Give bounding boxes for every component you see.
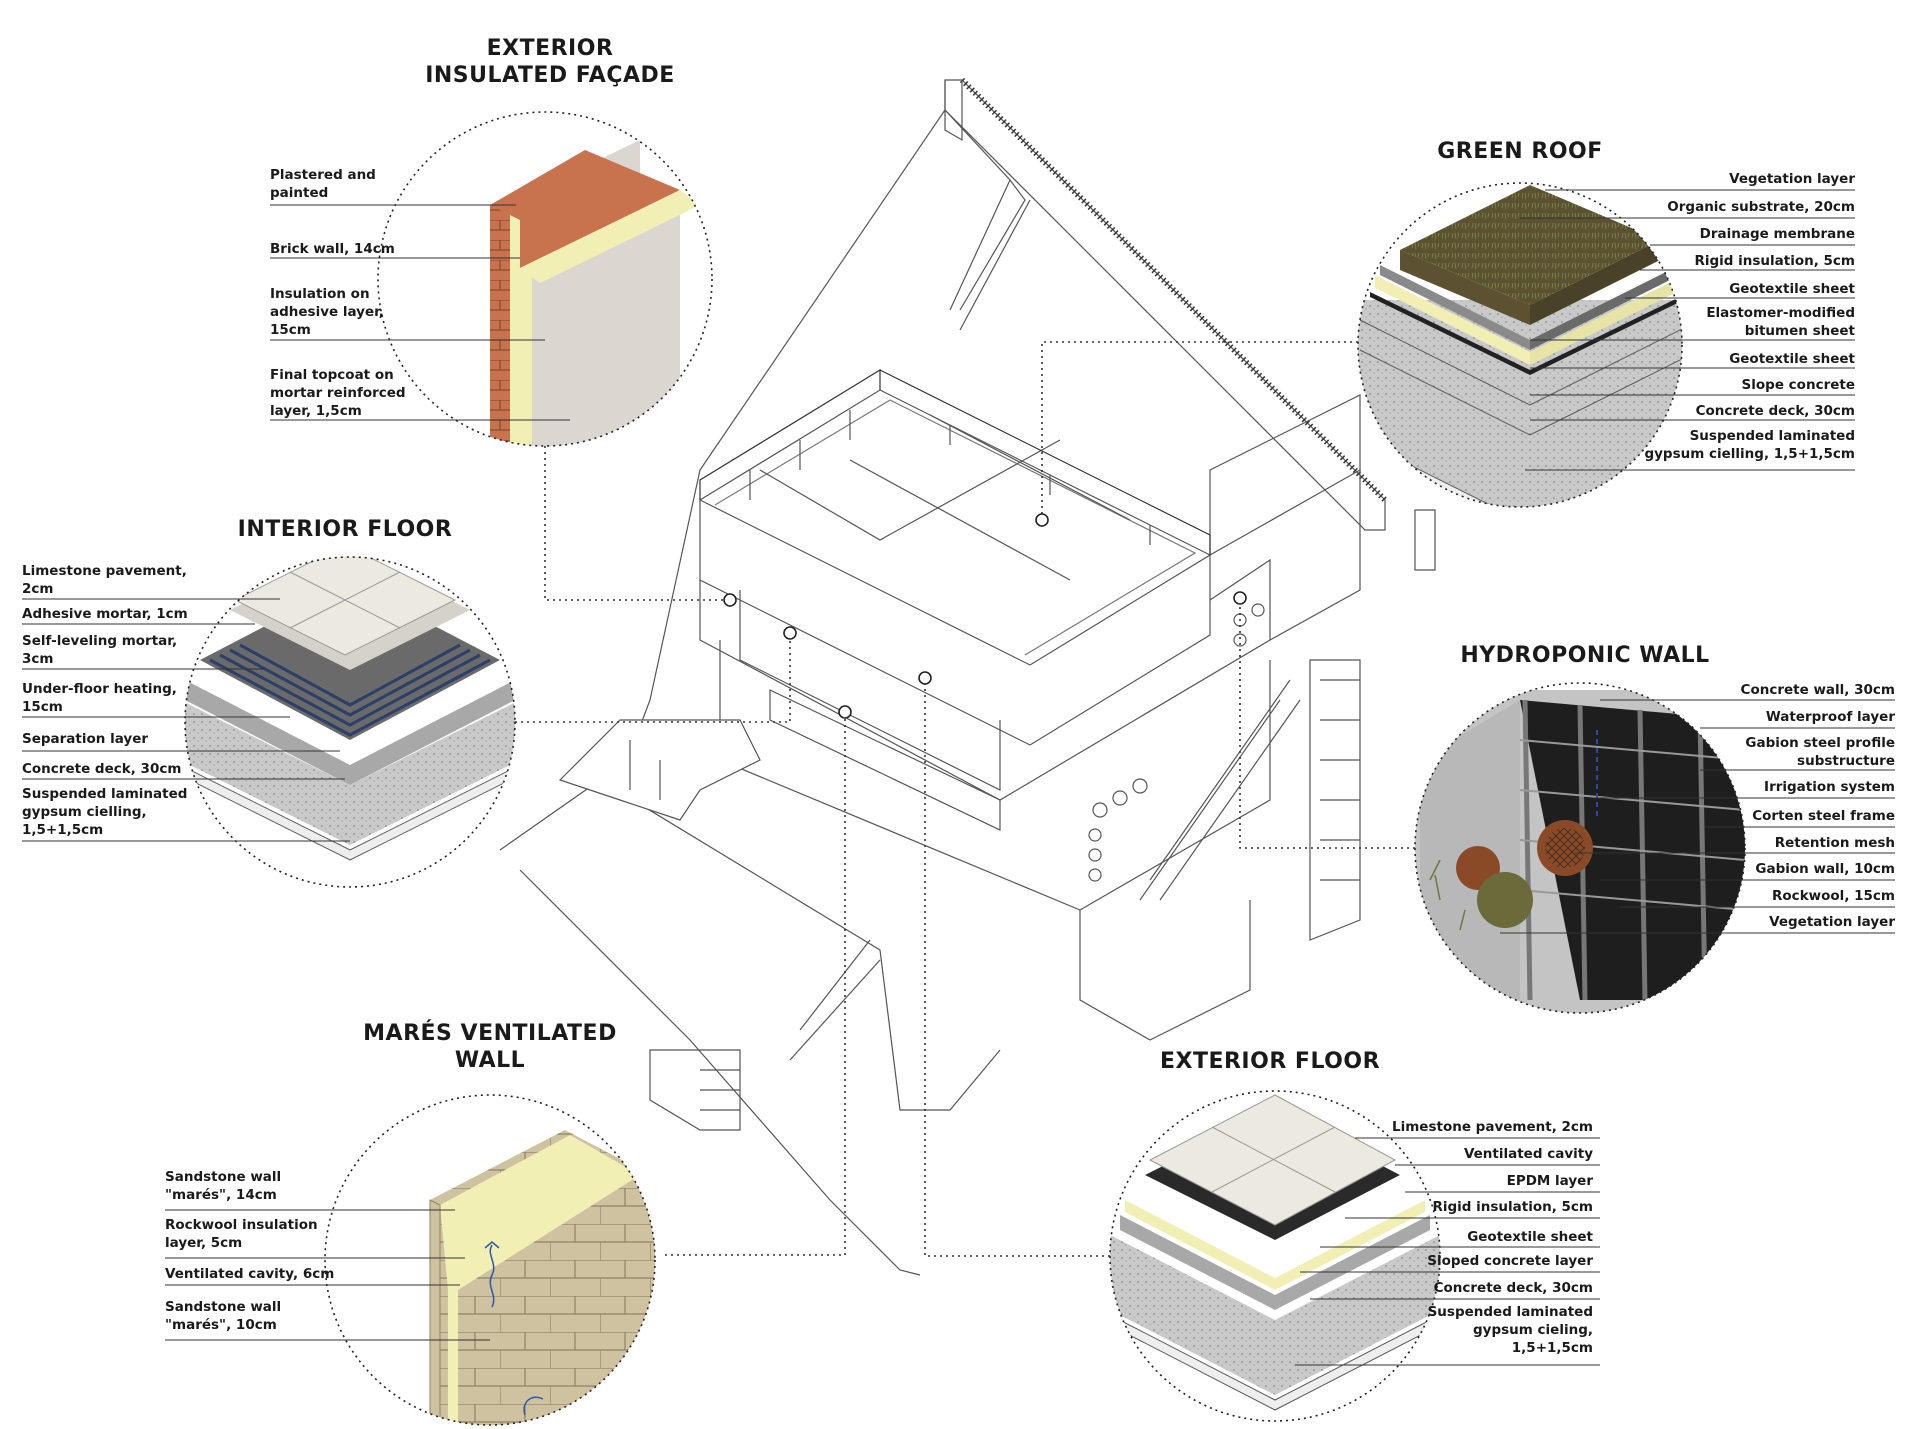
green-roof-label-geotextile-1: Geotextile sheet [1729, 281, 1855, 297]
mares-label-cavity: Ventilated cavity, 6cm [165, 1266, 335, 1282]
green-roof-label-geotextile-2: Geotextile sheet [1729, 351, 1855, 367]
leader-markers [723, 513, 1247, 719]
mares-label-rockwool: Rockwool insulation layer, 5cm [165, 1217, 318, 1251]
green-roof-label-bitumen: Elastomer-modified bitumen sheet [1706, 305, 1855, 339]
mares-label-sandstone-10: Sandstone wall "marés", 10cm [165, 1299, 282, 1333]
hydroponic-wall-title: HYDROPONIC WALL [1460, 643, 1710, 668]
hydroponic-label-retention-mesh: Retention mesh [1774, 835, 1895, 851]
hydroponic-label-waterproof: Waterproof layer [1765, 709, 1895, 725]
facade-label-topcoat: Final topcoat on mortar reinforced layer… [270, 367, 406, 419]
exterior-floor-label-rigid-insulation: Rigid insulation, 5cm [1432, 1199, 1593, 1215]
interior-floor-label-ceiling: Suspended laminated gypsum cielling, 1,5… [22, 786, 188, 838]
mares-wall-detail-circle [429, 1130, 655, 1425]
exterior-floor-title: EXTERIOR FLOOR [1159, 1049, 1381, 1074]
facade-title: EXTERIOR INSULATED FAÇADE [425, 36, 675, 88]
exterior-floor-label-epdm: EPDM layer [1506, 1173, 1593, 1189]
hydroponic-wall-circle-outline [1414, 682, 1746, 1014]
green-roof-detail-circle [1358, 185, 1682, 507]
facade-label-plastered: Plastered and painted [270, 167, 376, 201]
facade-detail-circle [490, 140, 700, 446]
leader-lines [515, 341, 1415, 1257]
interior-floor-label-concrete-deck: Concrete deck, 30cm [22, 761, 182, 777]
building-axonometric [499, 77, 1436, 1276]
exterior-floor-label-geotextile: Geotextile sheet [1467, 1229, 1593, 1245]
hydroponic-label-concrete-wall: Concrete wall, 30cm [1740, 682, 1895, 698]
green-roof-title: GREEN ROOF [1437, 139, 1603, 164]
exterior-floor-circle-outline [1109, 1090, 1441, 1422]
hydroponic-label-gabion-profile: Gabion steel profile substructure [1745, 735, 1895, 769]
hydroponic-wall-detail-circle [1415, 690, 1745, 1013]
green-roof-label-lines [1520, 189, 1855, 471]
interior-floor-label-limestone: Limestone pavement, 2cm [22, 563, 187, 597]
hydroponic-label-corten: Corten steel frame [1752, 808, 1895, 824]
mares-label-sandstone-14: Sandstone wall "marés", 14cm [165, 1169, 282, 1203]
exterior-floor-label-ceiling: Suspended laminated gypsum cieling, 1,5+… [1427, 1304, 1593, 1356]
green-roof-label-substrate: Organic substrate, 20cm [1667, 199, 1855, 215]
mares-wall-circle-outline [324, 1094, 656, 1426]
exterior-floor-label-concrete-deck: Concrete deck, 30cm [1433, 1280, 1593, 1296]
exterior-floor-detail-circle [1110, 1094, 1440, 1411]
mares-wall-label-lines [165, 1209, 490, 1341]
interior-floor-label-separation: Separation layer [22, 731, 149, 747]
mares-wall-title: MARÉS VENTILATED WALL [363, 1021, 617, 1073]
interior-floor-title: INTERIOR FLOOR [237, 517, 453, 542]
exterior-floor-label-lines [1295, 1137, 1600, 1366]
facade-label-insulation: Insulation on adhesive layer, 15cm [270, 286, 384, 338]
exterior-floor-label-sloped-concrete: Sloped concrete layer [1427, 1253, 1593, 1269]
facade-label-lines [270, 204, 570, 421]
interior-floor-label-self-leveling: Self-leveling mortar, 3cm [22, 633, 178, 667]
facade-circle-outline [377, 111, 713, 447]
green-roof-circle-outline [1357, 182, 1683, 508]
hydroponic-label-rockwool: Rockwool, 15cm [1772, 888, 1895, 904]
interior-floor-circle-outline [184, 556, 516, 888]
green-roof-label-slope-concrete: Slope concrete [1741, 377, 1855, 393]
green-roof-label-drainage: Drainage membrane [1699, 226, 1855, 242]
interior-floor-label-adhesive: Adhesive mortar, 1cm [22, 606, 188, 622]
hydroponic-wall-label-lines [1500, 699, 1895, 934]
hydroponic-label-vegetation: Vegetation layer [1769, 914, 1895, 930]
interior-floor-detail-circle [185, 557, 515, 861]
green-roof-label-vegetation: Vegetation layer [1729, 171, 1855, 187]
interior-floor-label-heating: Under-floor heating, 15cm [22, 681, 177, 715]
green-roof-label-concrete-deck: Concrete deck, 30cm [1695, 403, 1855, 419]
green-roof-label-ceiling: Suspended laminated gypsum cielling, 1,5… [1644, 428, 1855, 462]
interior-floor-label-lines [22, 598, 350, 842]
exterior-floor-label-limestone: Limestone pavement, 2cm [1392, 1119, 1593, 1135]
facade-label-brick: Brick wall, 14cm [270, 241, 395, 257]
hydroponic-label-irrigation: Irrigation system [1764, 779, 1895, 795]
exterior-floor-label-cavity: Ventilated cavity [1463, 1146, 1593, 1162]
green-roof-label-rigid-insulation: Rigid insulation, 5cm [1694, 253, 1855, 269]
hydroponic-label-gabion-wall: Gabion wall, 10cm [1755, 861, 1895, 877]
